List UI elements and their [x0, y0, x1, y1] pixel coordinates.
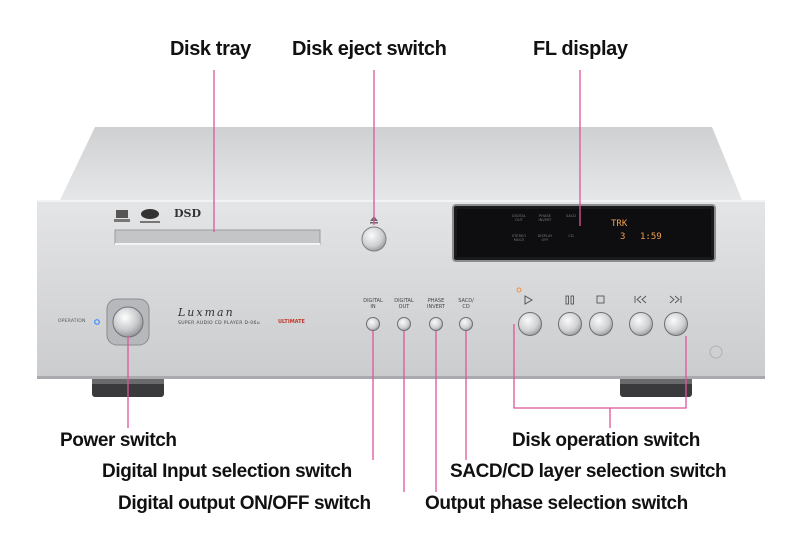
display-trk-label: TRK — [611, 219, 628, 229]
play-led — [516, 287, 522, 293]
display-time: 1:59 — [640, 232, 662, 242]
previous-button[interactable] — [629, 312, 653, 336]
brand-logo: Luxman — [178, 306, 235, 319]
eject-button[interactable] — [361, 226, 387, 252]
callout-lines — [127, 70, 687, 492]
callout-power-switch: Power switch — [60, 430, 177, 451]
callout-fl-display: FL display — [533, 38, 628, 60]
disk-tray-slot[interactable] — [114, 229, 321, 245]
pause-button[interactable] — [558, 312, 582, 336]
display-indicator: SACD — [565, 214, 577, 218]
play-icon — [524, 295, 534, 305]
callout-disk-operation-switch: Disk operation switch — [512, 430, 700, 451]
display-indicator: CD — [568, 234, 574, 238]
callout-sacd-cd-layer-selection-switch: SACD/CD layer selection switch — [450, 461, 727, 482]
stop-icon — [596, 295, 605, 304]
phase-invert-button[interactable] — [429, 317, 443, 331]
callout-disk-tray: Disk tray — [170, 38, 251, 60]
sacd-cd-button[interactable] — [459, 317, 473, 331]
display-track-number: 3 — [620, 232, 626, 242]
pause-icon — [565, 295, 574, 305]
dsd-logo: DSD — [174, 207, 202, 220]
right-foot — [620, 379, 692, 397]
digital-in-button[interactable] — [366, 317, 380, 331]
model-name: SUPER AUDIO CD PLAYER D-06u — [178, 321, 260, 326]
sacd-logo — [140, 209, 160, 223]
callout-output-phase-selection-switch: Output phase selection switch — [425, 493, 688, 514]
sacd-cd-label: SACD/CD — [458, 298, 474, 310]
ir-sensor — [709, 345, 723, 359]
edition-label: ULTIMATE — [278, 319, 305, 325]
cd-logo — [114, 210, 130, 222]
next-button[interactable] — [664, 312, 688, 336]
callout-digital-output-switch: Digital output ON/OFF switch — [118, 493, 371, 514]
stop-button[interactable] — [589, 312, 613, 336]
operation-led — [94, 319, 100, 325]
digital-out-button[interactable] — [397, 317, 411, 331]
next-icon — [669, 295, 682, 304]
chassis-top — [60, 127, 742, 200]
play-button[interactable] — [518, 312, 542, 336]
operation-label: OPERATION — [58, 319, 86, 324]
callout-digital-input-selection-switch: Digital Input selection switch — [102, 461, 352, 482]
power-switch[interactable] — [106, 298, 150, 346]
callout-disk-eject-switch: Disk eject switch — [292, 38, 447, 60]
previous-icon — [634, 295, 647, 304]
